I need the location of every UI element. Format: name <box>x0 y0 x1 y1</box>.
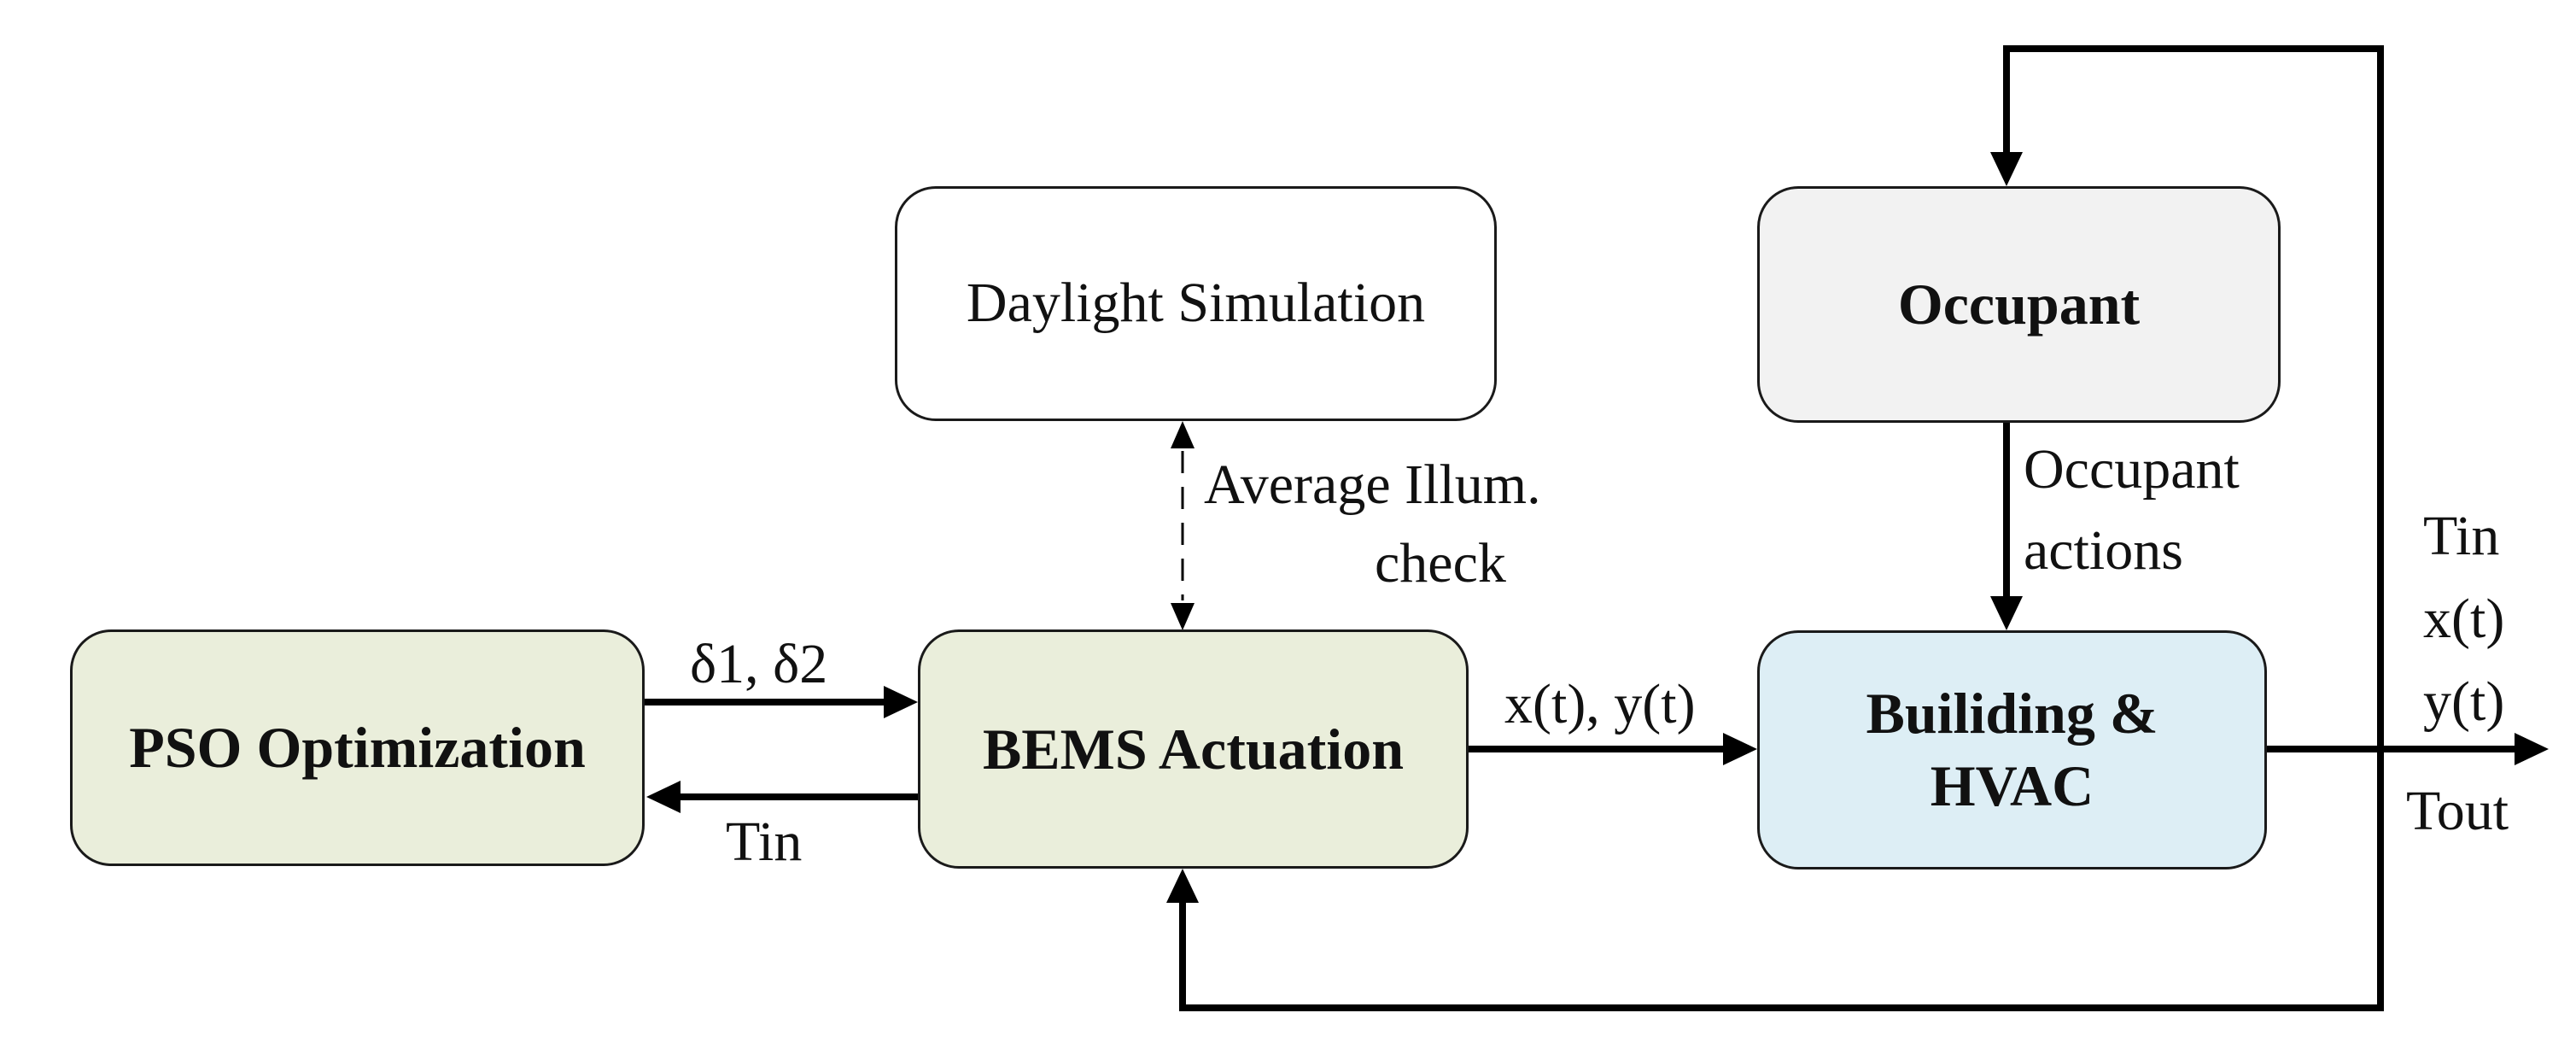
arrowhead-building-output <box>2515 733 2549 765</box>
pso-optimization-box: PSO Optimization <box>70 629 645 866</box>
occupant-label: Occupant <box>1897 272 2141 337</box>
arrowhead-illum-up <box>1171 421 1195 448</box>
label-xt-yt: x(t), y(t) <box>1504 673 1696 735</box>
daylight-simulation-label: Daylight Simulation <box>966 272 1426 335</box>
label-output-yt: y(t) <box>2423 670 2505 733</box>
label-illum-line2: check <box>1375 532 1506 594</box>
bems-actuation-box: BEMS Actuation <box>918 629 1469 869</box>
label-illum-line1: Average Illum. <box>1204 454 1541 516</box>
feedback-loop-to-occupant <box>2003 45 2384 749</box>
pso-optimization-label: PSO Optimization <box>129 715 586 780</box>
arrowhead-feedback-to-occupant <box>1990 152 2023 186</box>
building-hvac-box: Builiding & HVAC <box>1757 630 2267 869</box>
occupant-box: Occupant <box>1757 186 2281 423</box>
arrowhead-illum-down <box>1171 603 1195 630</box>
arrowhead-feedback-to-bems <box>1166 869 1199 903</box>
arrowhead-occupant-to-building <box>1990 596 2023 630</box>
feedback-loop-to-bems <box>1179 749 2384 1011</box>
building-hvac-label-line1: Builiding & <box>1866 681 2158 746</box>
label-output-xt: x(t) <box>2423 588 2505 650</box>
label-tin-feedback: Tin <box>726 811 803 873</box>
arrowhead-pso-to-bems <box>884 686 918 718</box>
arrowhead-bems-to-building <box>1723 733 1757 765</box>
label-occupant-actions-line1: Occupant <box>2024 438 2240 501</box>
arrowhead-bems-to-pso <box>646 781 681 813</box>
building-hvac-label-line2: HVAC <box>1930 753 2094 818</box>
label-occupant-actions-line2: actions <box>2024 519 2183 582</box>
label-deltas: δ1, δ2 <box>690 633 828 695</box>
bems-actuation-label: BEMS Actuation <box>982 716 1405 782</box>
label-output-tin: Tin <box>2423 505 2500 567</box>
daylight-simulation-box: Daylight Simulation <box>895 186 1497 421</box>
label-output-tout: Tout <box>2406 780 2509 842</box>
